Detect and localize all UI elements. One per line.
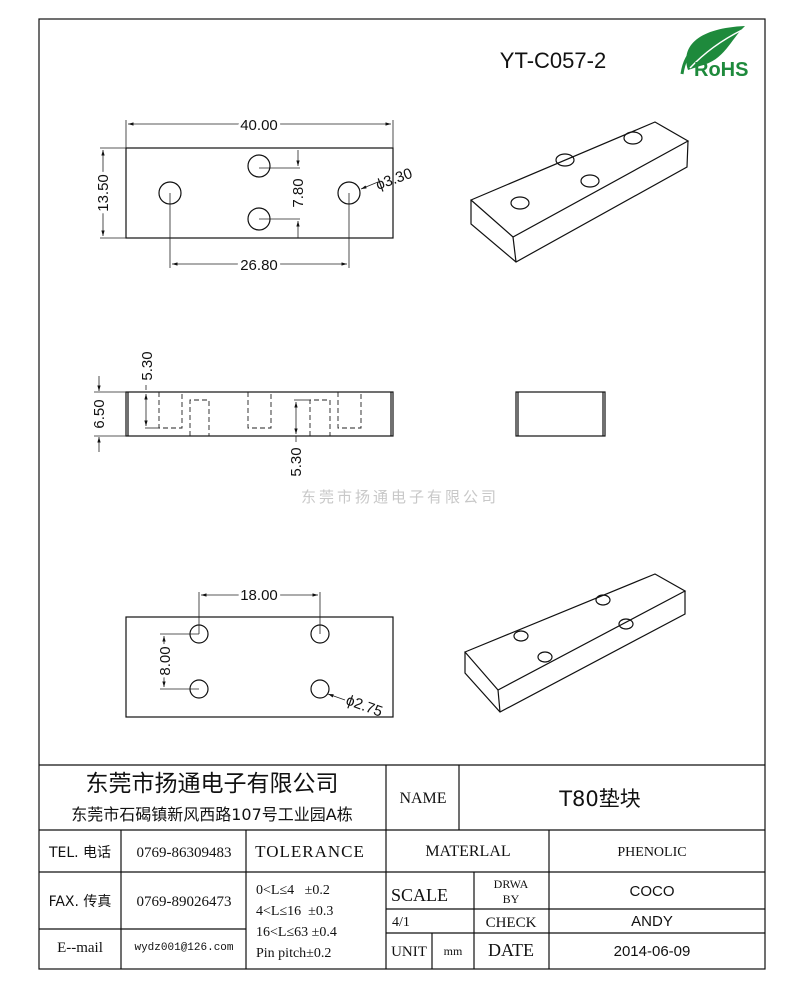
fax-value: 0769-89026473 bbox=[137, 894, 232, 910]
isometric-view-bottom bbox=[463, 573, 687, 713]
check-value: ANDY bbox=[631, 913, 673, 930]
rohs-text: RoHS bbox=[694, 59, 748, 81]
tel-value: 0769-86309483 bbox=[137, 845, 232, 861]
fax-label: FAX. 传真 bbox=[49, 894, 112, 910]
dim-length: 40.00 bbox=[240, 117, 278, 134]
dim-height: 6.50 bbox=[91, 399, 108, 428]
dim-width: 13.50 bbox=[95, 174, 112, 212]
material-label: MATERLAL bbox=[425, 843, 510, 860]
dim-bottom-pitch-y: 8.00 bbox=[157, 646, 174, 675]
tolerance-line: 4<L≤16 ±0.3 bbox=[256, 904, 333, 919]
part-name: T80垫块 bbox=[558, 787, 641, 811]
drawing-frame bbox=[38, 18, 766, 970]
front-view: 5.30 5.30 6.50 bbox=[91, 351, 394, 477]
dim-pocket-depth-top: 5.30 bbox=[139, 351, 156, 380]
check-label: CHECK bbox=[486, 915, 537, 931]
isometric-view-top bbox=[469, 121, 690, 263]
drawing-number: YT-C057-2 bbox=[500, 48, 606, 73]
tel-label: TEL. 电话 bbox=[48, 845, 111, 861]
email-label: E--mail bbox=[57, 940, 103, 956]
company-name: 东莞市扬通电子有限公司 bbox=[86, 771, 339, 797]
name-label: NAME bbox=[399, 790, 446, 807]
dim-bottom-hole-diameter: ϕ2.75 bbox=[344, 692, 385, 721]
watermark: 东莞市扬通电子有限公司 bbox=[301, 488, 499, 506]
top-view: 40.00 13.50 7.80 ϕ3.30 26.80 bbox=[92, 114, 415, 277]
tolerance-line: 16<L≤63 ±0.4 bbox=[256, 925, 337, 940]
drawn-by-label: BY bbox=[503, 892, 520, 906]
side-view bbox=[515, 391, 606, 437]
drawn-by-label: DRWA bbox=[494, 877, 529, 891]
rohs-logo: RoHS bbox=[680, 26, 748, 81]
date-label: DATE bbox=[488, 940, 534, 960]
email-value: wydz001@126.com bbox=[134, 942, 233, 954]
tolerance-line: 0<L≤4 ±0.2 bbox=[256, 883, 330, 898]
dim-hole-pitch-x: 26.80 bbox=[240, 257, 278, 274]
company-address: 东莞市石碣镇新风西路107号工业园A栋 bbox=[71, 805, 353, 824]
unit-value: mm bbox=[444, 944, 463, 958]
scale-value: 4/1 bbox=[392, 915, 410, 930]
bottom-view: 18.00 8.00 ϕ2.75 bbox=[125, 584, 394, 721]
material-value: PHENOLIC bbox=[617, 845, 686, 860]
dim-hole-diameter: ϕ3.30 bbox=[374, 165, 415, 194]
tolerance-label: TOLERANCE bbox=[255, 842, 365, 861]
dim-bottom-pitch-x: 18.00 bbox=[240, 587, 278, 604]
tolerance-line: Pin pitch±0.2 bbox=[256, 946, 331, 961]
date-value: 2014-06-09 bbox=[614, 943, 691, 960]
title-block: 东莞市扬通电子有限公司 东莞市石碣镇新风西路107号工业园A栋 NAME T80… bbox=[39, 764, 765, 969]
dim-pocket-depth-bottom: 5.30 bbox=[288, 447, 305, 476]
dim-hole-pitch-y: 7.80 bbox=[290, 178, 307, 207]
unit-label: UNIT bbox=[391, 944, 427, 960]
drawn-by-value: COCO bbox=[630, 883, 675, 900]
scale-label: SCALE bbox=[391, 885, 448, 905]
